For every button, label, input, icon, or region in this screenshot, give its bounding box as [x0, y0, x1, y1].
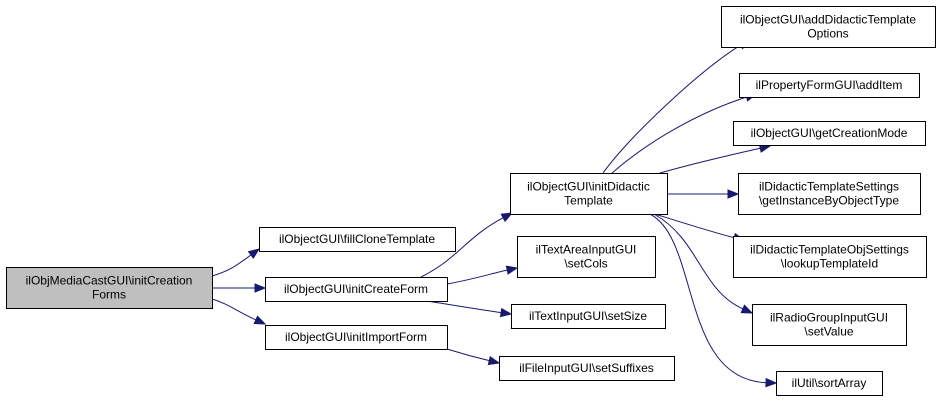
arrowhead-icon [505, 265, 519, 275]
node-box [776, 371, 883, 396]
arrowhead-icon [500, 212, 514, 223]
edge-line [659, 147, 762, 174]
node-box [265, 277, 448, 302]
edge-root-to-initcreate [212, 283, 267, 293]
node-label-line: ilFileInputGUI\setSuffixes [519, 361, 654, 375]
node-label-line: ilObjectGUI\initImportForm [285, 330, 427, 344]
node-label-line: ilObjectGUI\addDidacticTemplate [740, 13, 916, 27]
arrowhead-icon [727, 189, 740, 199]
node-label-line: ilDidacticTemplateSettings [759, 180, 899, 194]
node-label-line: ilObjectGUI\getCreationMode [751, 126, 908, 140]
node-fillclone[interactable]: ilObjectGUI\fillCloneTemplate [259, 227, 456, 252]
node-label-line: ilPropertyFormGUI\addItem [756, 78, 903, 92]
node-setsize[interactable]: ilTextInputGUI\setSize [511, 304, 666, 329]
node-label-line: \lookupTemplateId [781, 257, 878, 271]
arrowhead-icon [499, 307, 513, 318]
node-additem[interactable]: ilPropertyFormGUI\addItem [739, 73, 920, 98]
node-box [517, 236, 656, 278]
node-box [752, 304, 907, 346]
edge-initcreate-to-initdidactic [420, 212, 514, 278]
node-lookup[interactable]: ilDidacticTemplateObjSettings\lookupTemp… [733, 236, 927, 278]
edge-initdidactic-to-lookup [654, 213, 746, 243]
node-label-line: ilTextAreaInputGUI [536, 243, 637, 257]
node-getinstance[interactable]: ilDidacticTemplateSettings\getInstanceBy… [738, 173, 921, 215]
edge-line [611, 96, 748, 174]
edge-initimport-to-setsuffixes [446, 348, 501, 366]
node-setcols[interactable]: ilTextAreaInputGUI\setCols [517, 236, 656, 278]
node-label-line: ilObjectGUI\initDidactic [527, 180, 650, 194]
edge-line [420, 216, 505, 278]
arrowhead-icon [247, 248, 261, 260]
node-label-line: Options [807, 27, 848, 41]
edge-root-to-initimport [211, 298, 267, 325]
edge-initdidactic-to-adddidactic [602, 39, 751, 174]
node-box [733, 121, 926, 146]
node-label-line: ilObjMediaCastGUI\initCreation [26, 274, 193, 288]
node-box [510, 173, 668, 215]
node-label-line: Forms [92, 288, 126, 302]
edge-initdidactic-to-setvalue [653, 213, 754, 314]
nodes-layer: ilObjMediaCastGUI\initCreationFormsilObj… [6, 6, 936, 396]
edge-initdidactic-to-getinstance [666, 189, 740, 199]
node-label-line: \setValue [804, 325, 853, 339]
arrowhead-icon [253, 315, 267, 325]
edge-initcreate-to-setcols [446, 265, 519, 285]
node-label-line: ilRadioGroupInputGUI [770, 311, 888, 325]
edge-line [211, 298, 257, 321]
node-box [721, 6, 936, 48]
node-initcreate[interactable]: ilObjectGUI\initCreateForm [265, 277, 448, 302]
edge-line [426, 300, 503, 314]
node-label-line: ilTextInputGUI\setSize [529, 309, 647, 323]
edge-line [602, 44, 742, 174]
edge-root-to-fillclone [211, 248, 261, 277]
node-box [6, 267, 213, 309]
edge-initcreate-to-setsize [426, 300, 513, 318]
node-label-line: \setCols [564, 257, 607, 271]
node-box [259, 227, 456, 252]
edge-line [654, 213, 736, 239]
node-sortarray[interactable]: ilUtil\sortArray [776, 371, 883, 396]
edge-line [211, 253, 253, 277]
edge-line [653, 213, 744, 310]
edge-initdidactic-to-getcreation [659, 143, 772, 174]
node-box [265, 325, 448, 350]
node-box [733, 236, 927, 278]
node-box [499, 356, 675, 381]
node-box [739, 73, 920, 98]
arrowhead-icon [765, 377, 778, 388]
node-box [738, 173, 921, 215]
node-setsuffixes[interactable]: ilFileInputGUI\setSuffixes [499, 356, 675, 381]
arrowhead-icon [487, 355, 501, 366]
node-label-line: ilUtil\sortArray [792, 376, 867, 390]
arrowhead-icon [254, 283, 267, 293]
node-label-line: \getInstanceByObjectType [759, 194, 899, 208]
arrowhead-icon [740, 304, 754, 314]
node-getcreation[interactable]: ilObjectGUI\getCreationMode [733, 121, 926, 146]
node-label-line: Template [564, 194, 613, 208]
node-label-line: ilDidacticTemplateObjSettings [750, 243, 909, 257]
node-initimport[interactable]: ilObjectGUI\initImportForm [265, 325, 448, 350]
edge-initdidactic-to-sortarray [649, 213, 778, 388]
node-label-line: ilObjectGUI\initCreateForm [284, 282, 428, 296]
node-label-line: ilObjectGUI\fillCloneTemplate [279, 232, 435, 246]
edge-line [446, 348, 491, 362]
edge-line [649, 213, 768, 384]
node-box [511, 304, 666, 329]
edge-line [446, 269, 509, 285]
node-setvalue[interactable]: ilRadioGroupInputGUI\setValue [752, 304, 907, 346]
